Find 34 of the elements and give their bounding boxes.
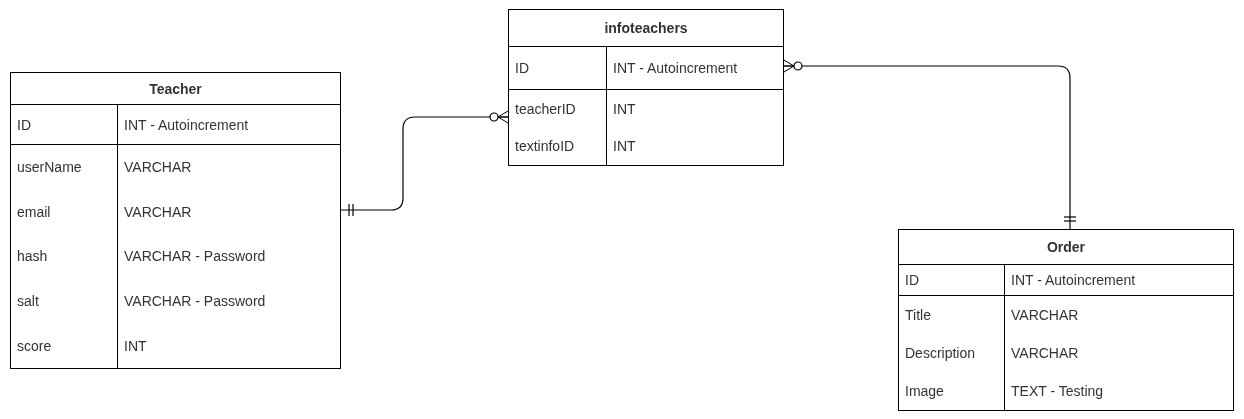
field-type: VARCHAR - Password	[124, 248, 266, 265]
field-name: hash	[17, 248, 48, 265]
relationship-line	[783, 59, 1076, 230]
field-name: score	[17, 337, 52, 354]
field-type: VARCHAR	[1011, 307, 1079, 323]
field-name: Description	[905, 345, 976, 361]
table-title: Order	[1046, 239, 1086, 255]
table	[10, 72, 341, 369]
field-name: email	[17, 203, 51, 220]
table	[898, 229, 1234, 411]
field-type: VARCHAR	[124, 203, 192, 220]
field-type: INT	[613, 138, 636, 155]
field-name: ID	[515, 60, 529, 76]
field-name: ID	[17, 116, 31, 133]
field-type: VARCHAR	[1011, 345, 1079, 361]
field-type: VARCHAR - Password	[124, 293, 266, 310]
field-name: textinfoID	[515, 138, 575, 155]
field-name: salt	[17, 293, 39, 310]
field-type: INT	[613, 100, 636, 117]
field-type: TEXT - Testing	[1011, 383, 1104, 399]
field-type: INT - Autoincrement	[124, 116, 249, 133]
field-name: Image	[905, 383, 944, 399]
field-type: INT - Autoincrement	[613, 60, 738, 76]
field-name: Title	[905, 307, 931, 323]
field-name: ID	[905, 272, 919, 288]
table-title: infoteachers	[604, 20, 688, 36]
field-type: INT	[124, 337, 147, 354]
field-type: VARCHAR	[124, 159, 192, 176]
field-name: userName	[17, 159, 82, 176]
table-title: Teacher	[149, 80, 202, 97]
table	[508, 9, 784, 166]
field-type: INT - Autoincrement	[1011, 272, 1136, 288]
field-name: teacherID	[515, 100, 576, 117]
relationship-line	[340, 110, 509, 216]
